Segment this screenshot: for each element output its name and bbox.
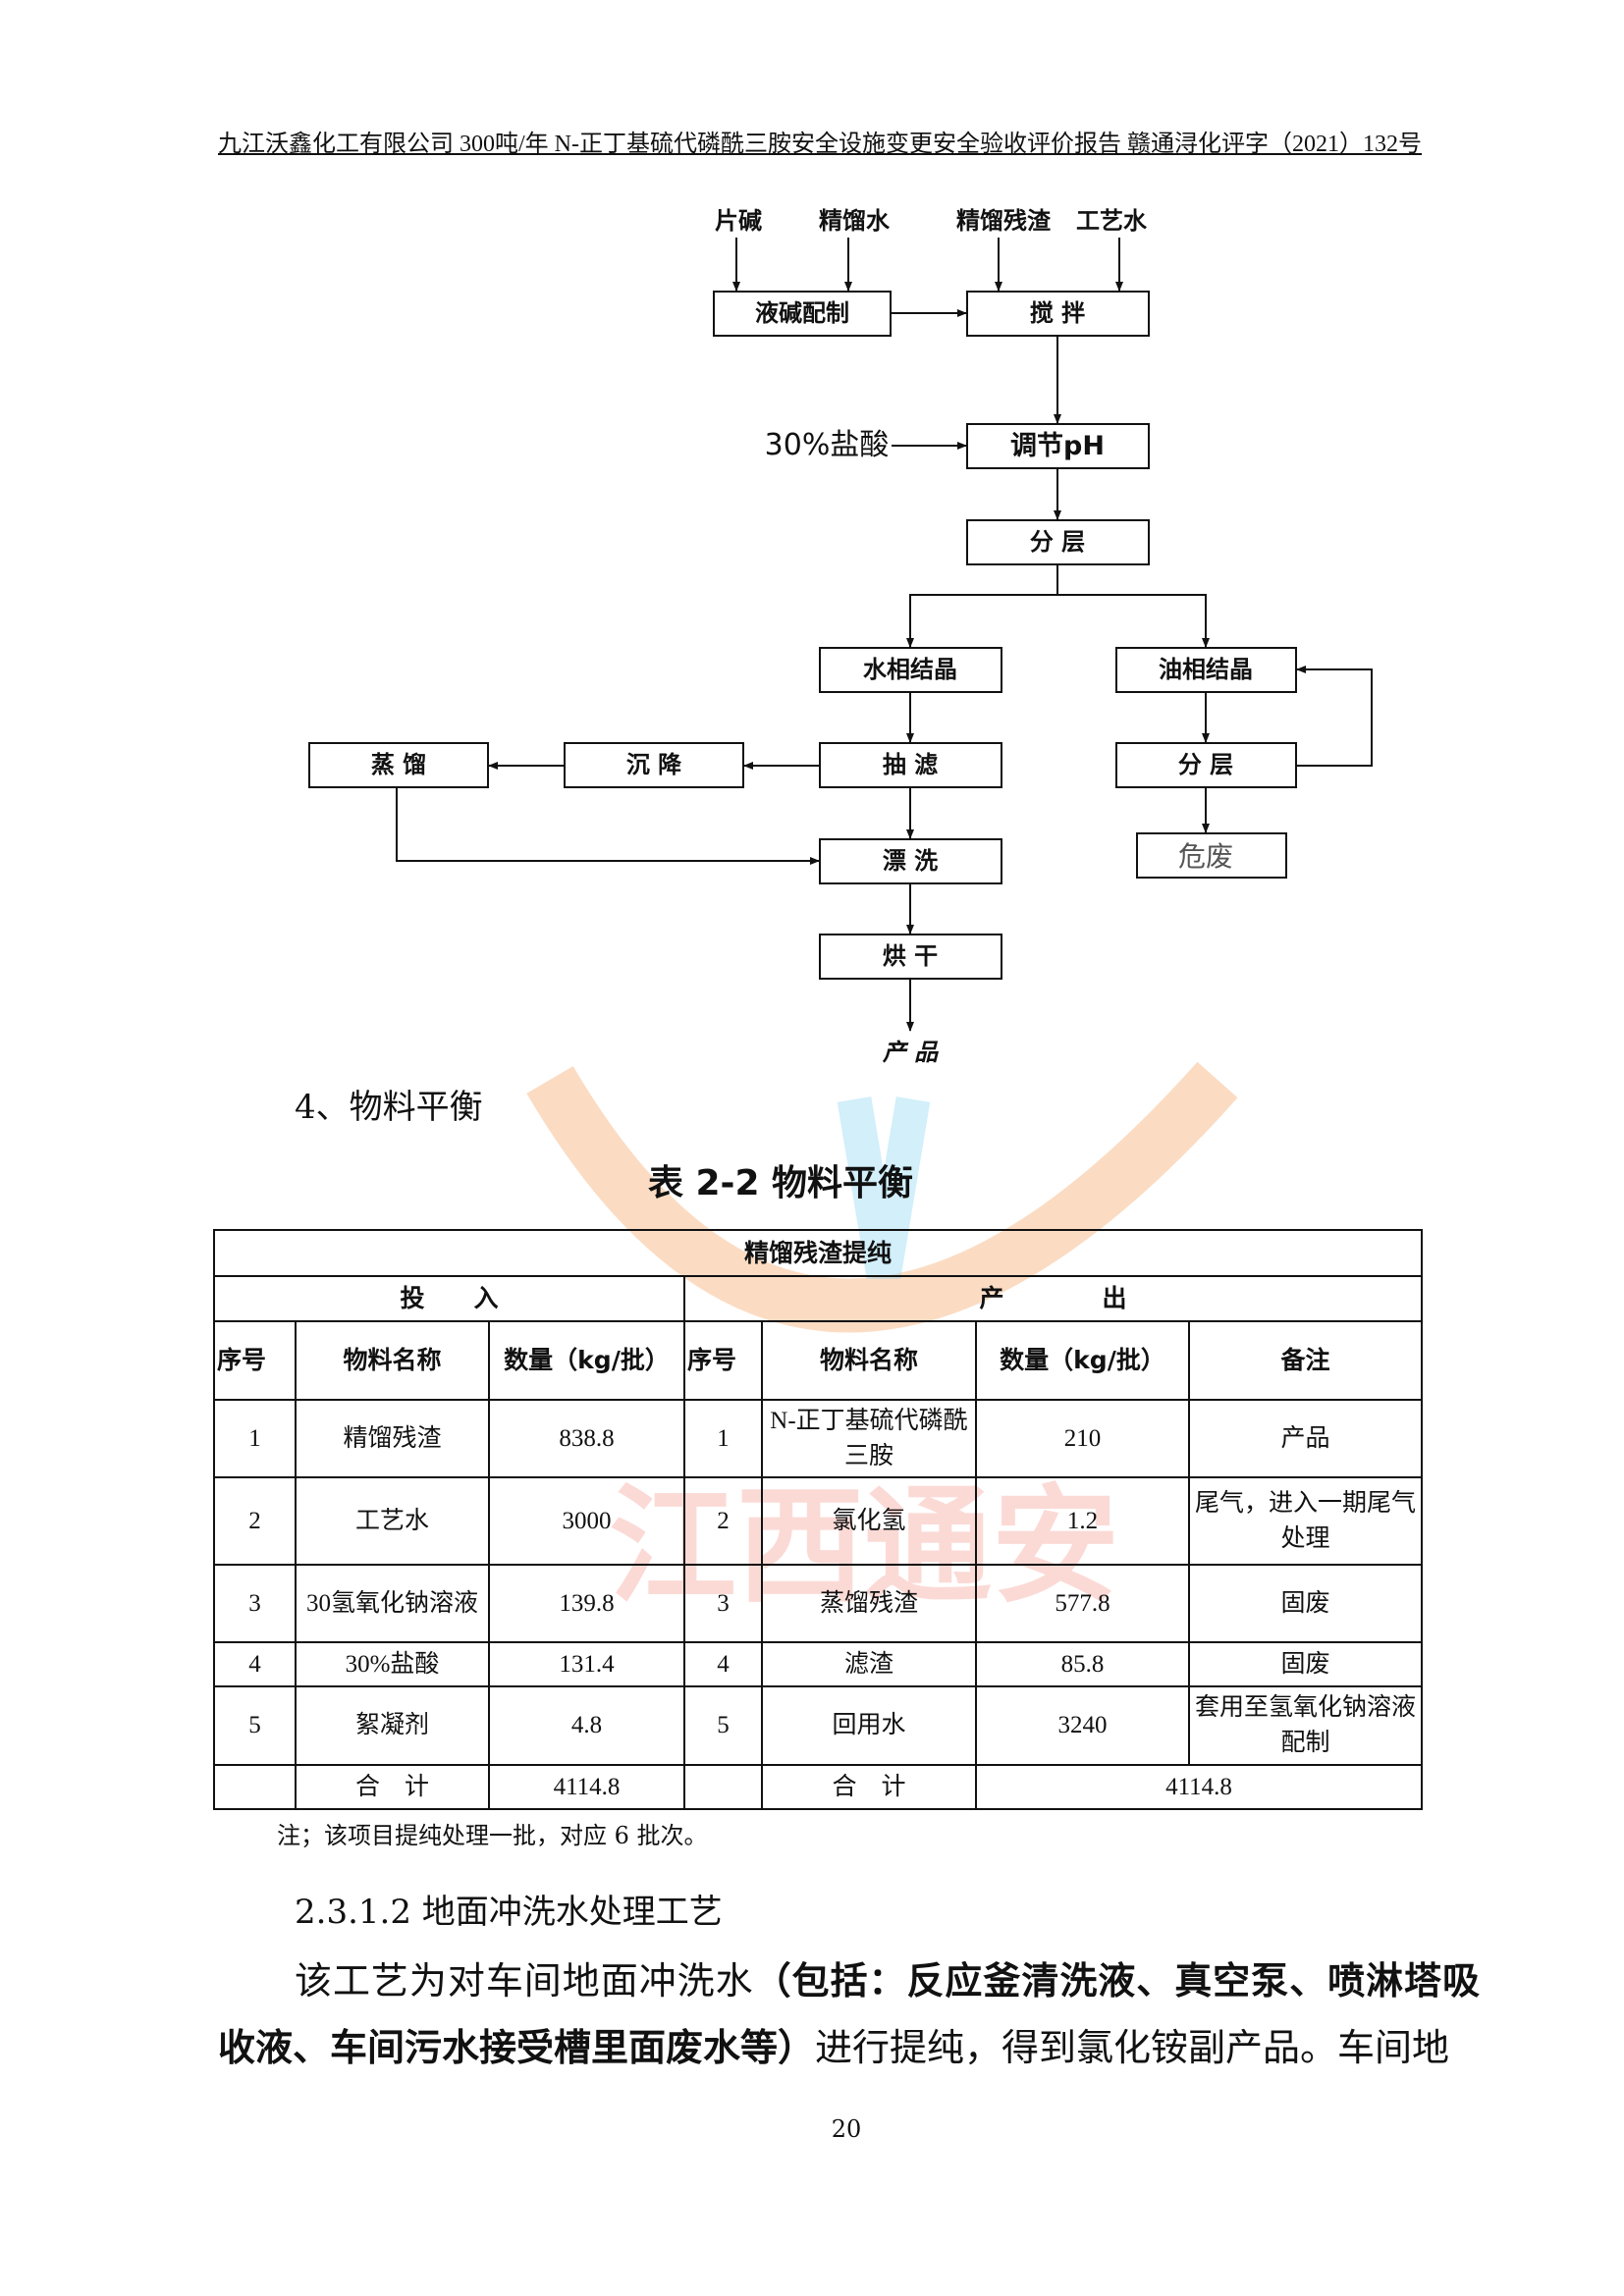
output-group-header: 产 出 — [683, 1275, 1423, 1322]
cell: 1 — [683, 1399, 763, 1478]
column-header: 序号 — [683, 1320, 763, 1401]
cell: 4 — [213, 1641, 297, 1687]
table-caption: 精馏残渣提纯 — [213, 1229, 1423, 1277]
input-process-water: 工艺水 — [1076, 207, 1148, 235]
cell: 絮凝剂 — [295, 1685, 490, 1766]
cell: 838.8 — [488, 1399, 685, 1478]
table-note: 注；该项目提纯处理一批，对应 6 批次。 — [277, 1822, 708, 1849]
body-paragraph: 该工艺为对车间地面冲洗水（包括：反应釜清洗液、真空泵、喷淋塔吸收液、车间污水接受… — [218, 1948, 1480, 2081]
empty-cell — [683, 1764, 763, 1810]
cell: 30氢氧化钠溶液 — [295, 1564, 490, 1643]
cell: 85.8 — [975, 1641, 1190, 1687]
output-product: 产 品 — [882, 1039, 939, 1066]
box-oil-crystallization: 油相结晶 — [1159, 656, 1253, 683]
cell: 工艺水 — [295, 1476, 490, 1566]
column-header: 备注 — [1188, 1320, 1423, 1401]
cell: 4 — [683, 1641, 763, 1687]
cell: 氯化氢 — [761, 1476, 977, 1566]
material-balance-table: 精馏残渣提纯 投 入产 出 序号 物料名称 数量（kg/批） 序号 物料名称 数… — [213, 1229, 1423, 1810]
box-layer-2: 分 层 — [1178, 751, 1233, 778]
cell: 30%盐酸 — [295, 1641, 490, 1687]
total-row: 合 计 4114.8 合 计 4114.8 — [213, 1764, 1423, 1810]
cell: 精馏残渣 — [295, 1399, 490, 1478]
cell: 210 — [975, 1399, 1190, 1478]
cell: 3 — [213, 1564, 297, 1643]
paragraph-tail: 进行提纯，得到氯化铵副产品。车间地 — [815, 2026, 1450, 2069]
cell: 2 — [213, 1476, 297, 1566]
empty-cell — [213, 1764, 297, 1810]
paragraph-lead: 该工艺为对车间地面冲洗水 — [295, 1959, 754, 2002]
total-label-out: 合 计 — [761, 1764, 977, 1810]
total-in: 4114.8 — [488, 1764, 685, 1810]
cell: 577.8 — [975, 1564, 1190, 1643]
box-lye-prep: 液碱配制 — [755, 299, 849, 327]
total-out: 4114.8 — [975, 1764, 1423, 1810]
cell: 3000 — [488, 1476, 685, 1566]
input-distillation-residue: 精馏残渣 — [956, 207, 1052, 235]
cell: 2 — [683, 1476, 763, 1566]
input-flake-caustic: 片碱 — [715, 207, 762, 235]
column-header: 序号 — [213, 1320, 297, 1401]
cell: 5 — [683, 1685, 763, 1766]
input-group-header: 投 入 — [213, 1275, 685, 1322]
cell: 139.8 — [488, 1564, 685, 1643]
paragraph-bold: （包括：反应釜清洗液、真空泵、喷淋塔吸收液、车间污水接受槽里面废水等） — [218, 1958, 1480, 2069]
section-heading: 4、物料平衡 — [295, 1088, 483, 1127]
column-header: 物料名称 — [295, 1320, 490, 1401]
cell: 套用至氢氧化钠溶液配制 — [1188, 1685, 1423, 1766]
box-rinse: 漂 洗 — [883, 847, 938, 875]
cell: 产品 — [1188, 1399, 1423, 1478]
cell: 尾气，进入一期尾气处理 — [1188, 1476, 1423, 1566]
box-dry: 烘 干 — [883, 942, 938, 970]
cell: 蒸馏残渣 — [761, 1564, 977, 1643]
column-header: 数量（kg/批） — [488, 1320, 685, 1401]
subsection-heading: 2.3.1.2 地面冲洗水处理工艺 — [295, 1893, 723, 1932]
total-label-in: 合 计 — [295, 1764, 490, 1810]
box-suction-filter: 抽 滤 — [883, 751, 938, 778]
cell: 固废 — [1188, 1641, 1423, 1687]
cell: 3 — [683, 1564, 763, 1643]
page-number: 20 — [831, 2115, 862, 2143]
cell: 5 — [213, 1685, 297, 1766]
table-title: 表 2-2 物料平衡 — [647, 1163, 914, 1203]
box-stir: 搅 拌 — [1030, 299, 1085, 327]
cell: N-正丁基硫代磷酰三胺 — [761, 1399, 977, 1478]
box-settle: 沉 降 — [626, 751, 682, 778]
cell: 1 — [213, 1399, 297, 1478]
cell: 1.2 — [975, 1476, 1190, 1566]
column-header: 数量（kg/批） — [975, 1320, 1190, 1401]
cell: 4.8 — [488, 1685, 685, 1766]
document-header: 九江沃鑫化工有限公司 300吨/年 N-正丁基硫代磷酰三胺安全设施变更安全验收评… — [218, 132, 1422, 157]
process-flowchart: 片碱 精馏水 精馏残渣 工艺水 30%盐酸 液碱配制 搅 拌 调节pH 分 层 … — [308, 207, 1373, 1066]
input-hcl: 30%盐酸 — [765, 428, 890, 462]
cell: 3240 — [975, 1685, 1190, 1766]
input-rectified-water: 精馏水 — [819, 207, 891, 235]
cell: 回用水 — [761, 1685, 977, 1766]
box-distill: 蒸 馏 — [371, 751, 426, 778]
box-hazardous-waste: 危废 — [1178, 840, 1233, 873]
cell: 131.4 — [488, 1641, 685, 1687]
cell: 滤渣 — [761, 1641, 977, 1687]
box-adjust-ph: 调节pH — [1010, 431, 1105, 461]
column-header: 物料名称 — [761, 1320, 977, 1401]
box-layer-1: 分 层 — [1030, 528, 1085, 556]
cell: 固废 — [1188, 1564, 1423, 1643]
box-aqueous-crystallization: 水相结晶 — [863, 656, 957, 683]
